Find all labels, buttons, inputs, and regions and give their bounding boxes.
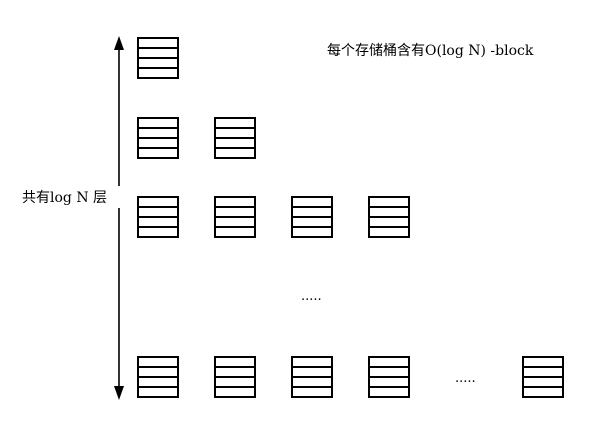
height-arrow <box>114 36 124 400</box>
bucket-level-3-4 <box>522 356 564 398</box>
bucket-level-2-2 <box>291 196 333 238</box>
bucket-level-3-0 <box>137 356 179 398</box>
bucket-caption: 每个存储桶含有O(log N) -block <box>327 43 534 59</box>
bucket-level-2-3 <box>368 196 410 238</box>
bucket-level-3-2 <box>291 356 333 398</box>
bucket-level-3-1 <box>214 356 256 398</box>
height-label-bg <box>20 186 120 208</box>
bucket-level-1-1 <box>214 117 256 159</box>
bucket-level-2-1 <box>214 196 256 238</box>
levels-ellipsis: ..... <box>301 289 322 304</box>
height-label: 共有log N 层 <box>22 190 107 206</box>
bucket-level-3-3 <box>368 356 410 398</box>
height-arrow-head-bottom <box>114 386 124 400</box>
bucket-level-2-0 <box>137 196 179 238</box>
bucket-level-1-0 <box>137 117 179 159</box>
bottom-row-ellipsis: ..... <box>455 371 476 386</box>
bucket-grid <box>137 37 564 398</box>
height-arrow-head-top <box>114 36 124 50</box>
bucket-level-0-0 <box>137 37 179 79</box>
